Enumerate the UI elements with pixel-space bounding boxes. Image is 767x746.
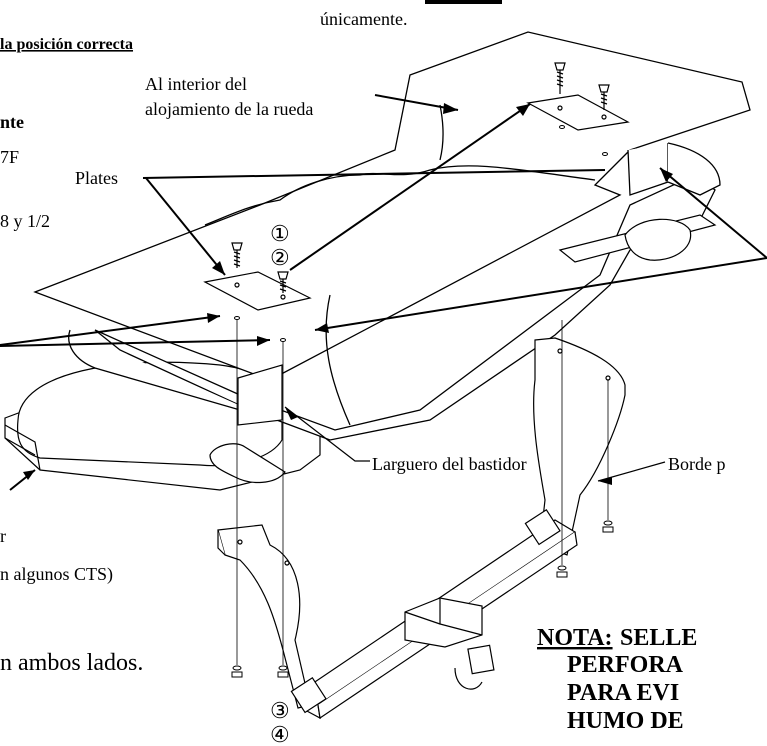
label-f-code: 7F: [0, 147, 19, 167]
label-nte: nte: [0, 112, 24, 132]
label-interior-line2: alojamiento de la rueda: [145, 99, 313, 119]
leader-lines: [0, 94, 767, 491]
label-posicion-correcta: la posición correcta: [0, 36, 133, 53]
label-larguero: Larguero del bastidor: [372, 454, 527, 474]
bolt-right-1: [554, 62, 566, 94]
note-line4: HUMO DE: [567, 708, 684, 734]
label-ambos-lados: n ambos lados.: [0, 650, 143, 676]
marker-4: ④: [270, 722, 290, 746]
frame-rail-right: [558, 214, 717, 263]
header-underline-block: [425, 0, 502, 4]
hitch-bracket-left: [217, 524, 311, 709]
nut-washer-stack: [231, 520, 614, 678]
frame-rail-left: [209, 364, 286, 483]
label-unicamente: únicamente.: [320, 9, 407, 29]
bolt-guide-lines: [236, 320, 609, 665]
receiver-cross-tube: [290, 509, 578, 720]
note-line1: SELLE: [620, 625, 697, 651]
bolt-right-2: [598, 84, 610, 110]
plate-right: [526, 94, 630, 131]
note-line2: PERFORA: [567, 652, 684, 678]
label-borde: Borde p: [668, 454, 726, 474]
marker-2: ②: [270, 245, 290, 270]
note-line3: PARA EVI: [567, 680, 679, 706]
label-algunos-cts: n algunos CTS): [0, 564, 113, 585]
label-interior-line1: Al interior del: [145, 74, 247, 94]
floor-holes: [234, 125, 608, 342]
plate-left: [203, 271, 312, 311]
label-plates: Plates: [75, 168, 118, 188]
label-ocho-y-medio: 8 y 1/2: [0, 211, 50, 231]
bolt-left-2: [277, 271, 289, 293]
bolt-left-1: [231, 242, 243, 268]
marker-1: ①: [270, 221, 290, 246]
callout-connectors: [284, 406, 666, 482]
label-r-fragment: r: [0, 526, 6, 546]
note-prefix: NOTA:: [537, 625, 613, 651]
marker-3: ③: [270, 698, 290, 723]
